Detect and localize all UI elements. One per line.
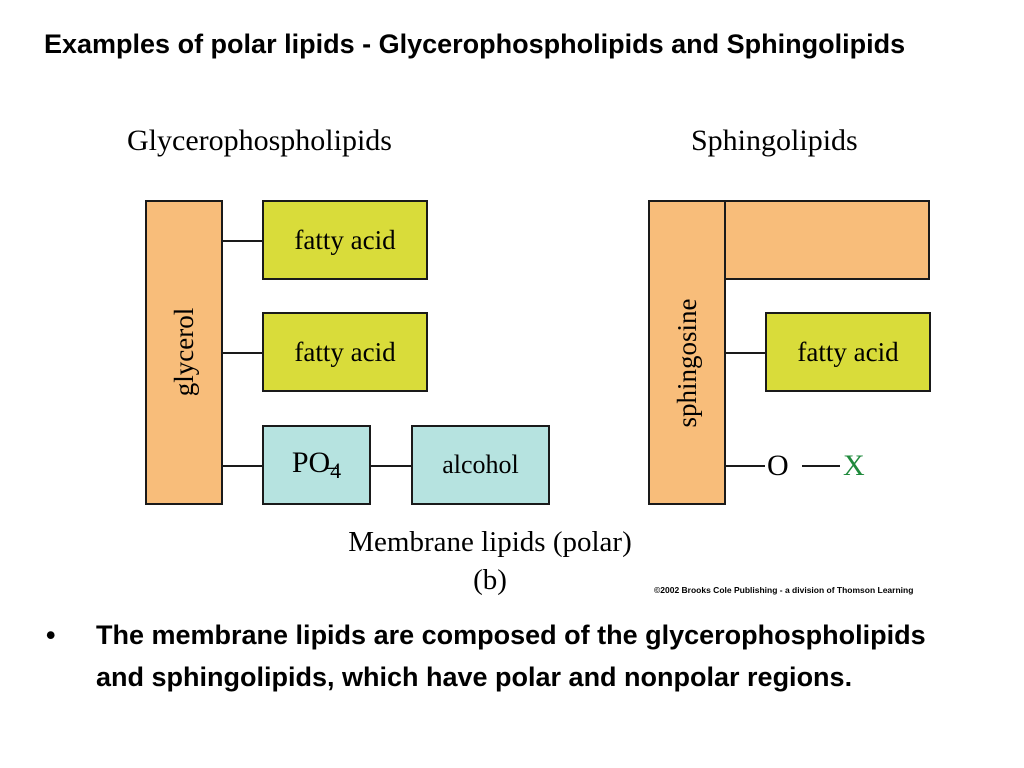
fatty-acid-box-2: fatty acid (262, 312, 428, 392)
sphingolipids-heading: Sphingolipids (691, 124, 858, 157)
glycerol-backbone (145, 200, 223, 505)
fatty-acid-box-1: fatty acid (262, 200, 428, 280)
sphingosine-label: sphingosine (672, 298, 702, 428)
bond-line (223, 352, 262, 354)
slide-title: Examples of polar lipids - Glycerophosph… (44, 29, 906, 59)
phosphate-box: PO4− (262, 425, 371, 505)
oxygen-label: O (767, 449, 789, 482)
alcohol-box: alcohol (411, 425, 550, 505)
fatty-acid-box-3: fatty acid (765, 312, 931, 392)
bond-line (223, 465, 262, 467)
glycerol-label: glycerol (169, 307, 199, 397)
bond-line (223, 240, 262, 242)
diagram-subcaption: (b) (473, 564, 507, 596)
bullet-text: The membrane lipids are composed of the … (96, 620, 926, 692)
bullet-marker: • (46, 620, 56, 650)
phosphate-charge: − (324, 454, 340, 483)
diagram-caption: Membrane lipids (polar) (348, 526, 632, 558)
bond-line (371, 465, 411, 467)
backbone-joint-fill (650, 202, 724, 278)
glycerophospholipids-heading: Glycerophospholipids (127, 124, 392, 157)
bond-line (726, 352, 765, 354)
x-label: X (843, 449, 865, 482)
bond-line (802, 465, 840, 467)
copyright-notice: ©2002 Brooks Cole Publishing - a divisio… (654, 585, 914, 595)
phosphate-formula: PO4− (291, 446, 342, 483)
bond-line (726, 465, 765, 467)
